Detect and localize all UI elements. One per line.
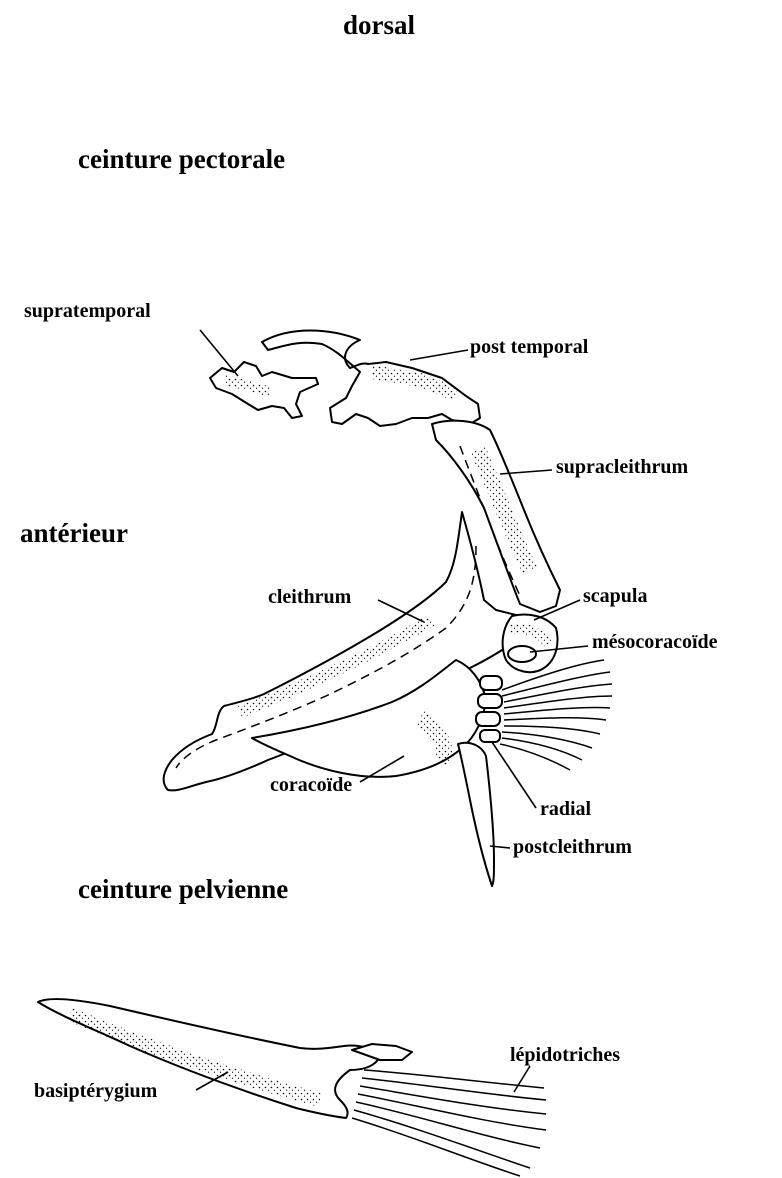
pectoral-fin-rays [500,660,612,770]
supratemporal-bone [210,362,318,418]
postcleithrum-bone [458,743,494,886]
basipterygium-bone [38,999,412,1118]
scapula-bone [503,615,558,673]
